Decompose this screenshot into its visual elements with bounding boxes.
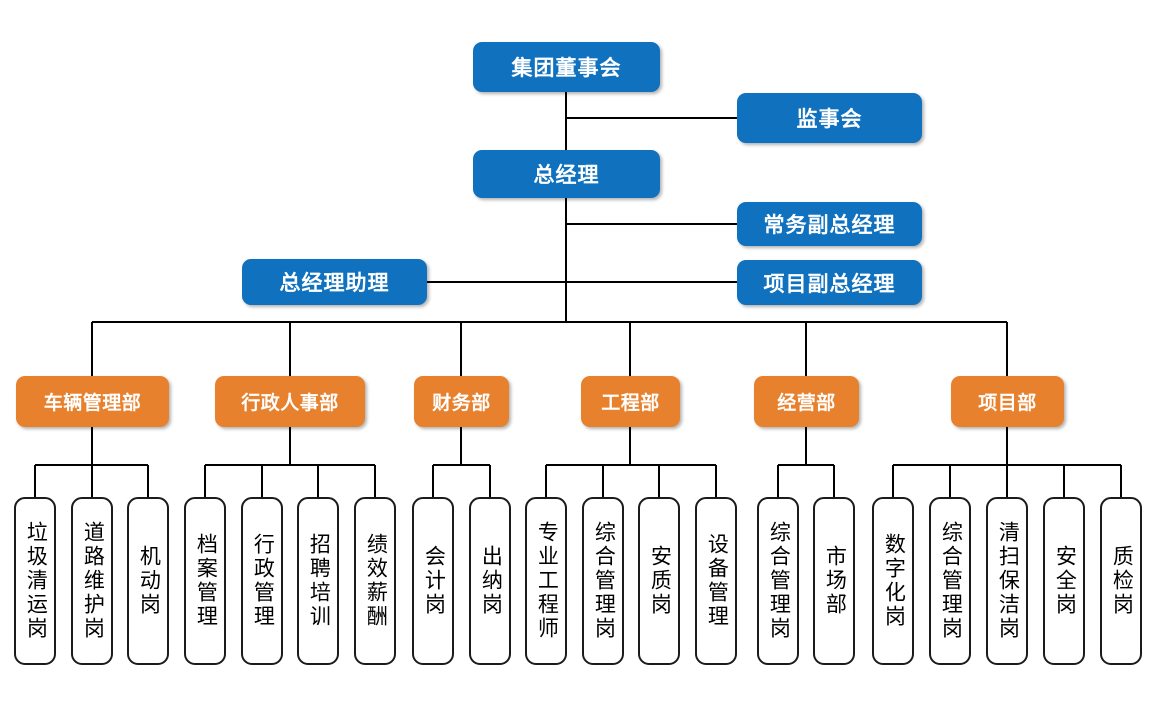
position-label: 档案管理 — [194, 533, 218, 629]
position-label: 道路维护岗 — [81, 521, 105, 641]
position-label: 综合管理岗 — [767, 521, 791, 641]
node-position-equipment-management[interactable]: 设备管理 — [695, 497, 737, 665]
node-position-professional-engineer[interactable]: 专业工程师 — [525, 497, 567, 665]
position-label: 数字化岗 — [882, 533, 906, 629]
node-department-engineering[interactable]: 工程部 — [581, 376, 680, 427]
node-position-digitalization[interactable]: 数字化岗 — [872, 497, 914, 665]
node-department-project[interactable]: 项目部 — [951, 376, 1064, 427]
node-position-administration[interactable]: 行政管理 — [241, 497, 283, 665]
position-label: 机动岗 — [137, 545, 161, 617]
node-gm-assistant[interactable]: 总经理助理 — [242, 259, 427, 305]
position-label: 垃圾清运岗 — [24, 521, 48, 641]
node-position-recruitment-training[interactable]: 招聘培训 — [297, 497, 339, 665]
position-label: 绩效薪酬 — [364, 533, 388, 629]
node-position-engineering-general-management[interactable]: 综合管理岗 — [582, 497, 624, 665]
position-label: 专业工程师 — [535, 521, 559, 641]
node-executive-vice-gm[interactable]: 常务副总经理 — [737, 202, 922, 246]
position-label: 综合管理岗 — [939, 521, 963, 641]
position-label: 行政管理 — [251, 533, 275, 629]
node-department-vehicle[interactable]: 车辆管理部 — [16, 376, 169, 427]
node-supervisory-board[interactable]: 监事会 — [737, 93, 922, 143]
position-label: 综合管理岗 — [592, 521, 616, 641]
node-position-quality-inspection[interactable]: 质检岗 — [1100, 497, 1142, 665]
position-label: 安全岗 — [1053, 545, 1077, 617]
node-position-safety[interactable]: 安全岗 — [1043, 497, 1085, 665]
position-label: 市场部 — [823, 545, 847, 617]
node-position-operations-general-management[interactable]: 综合管理岗 — [757, 497, 799, 665]
position-label: 安质岗 — [648, 545, 672, 617]
node-project-vice-gm[interactable]: 项目副总经理 — [737, 260, 922, 305]
node-position-market-division[interactable]: 市场部 — [813, 497, 855, 665]
node-position-records-management[interactable]: 档案管理 — [184, 497, 226, 665]
node-general-manager[interactable]: 总经理 — [473, 150, 660, 198]
node-department-finance[interactable]: 财务部 — [414, 376, 509, 427]
position-label: 设备管理 — [705, 533, 729, 629]
node-position-garbage-transport[interactable]: 垃圾清运岗 — [14, 497, 56, 665]
node-position-cashier[interactable]: 出纳岗 — [469, 497, 511, 665]
position-label: 清扫保洁岗 — [996, 521, 1020, 641]
node-position-flexible-duty[interactable]: 机动岗 — [127, 497, 169, 665]
node-position-safety-quality[interactable]: 安质岗 — [638, 497, 680, 665]
node-department-operations[interactable]: 经营部 — [754, 376, 859, 427]
node-position-accounting[interactable]: 会计岗 — [412, 497, 454, 665]
node-position-cleaning-sanitation[interactable]: 清扫保洁岗 — [986, 497, 1028, 665]
node-position-project-general-management[interactable]: 综合管理岗 — [929, 497, 971, 665]
node-position-performance-compensation[interactable]: 绩效薪酬 — [354, 497, 396, 665]
node-position-road-maintenance[interactable]: 道路维护岗 — [71, 497, 113, 665]
position-label: 出纳岗 — [479, 545, 503, 617]
node-board[interactable]: 集团董事会 — [473, 42, 660, 92]
position-label: 质检岗 — [1110, 545, 1134, 617]
position-label: 招聘培训 — [307, 533, 331, 629]
position-label: 会计岗 — [422, 545, 446, 617]
node-department-admin-hr[interactable]: 行政人事部 — [215, 376, 365, 427]
